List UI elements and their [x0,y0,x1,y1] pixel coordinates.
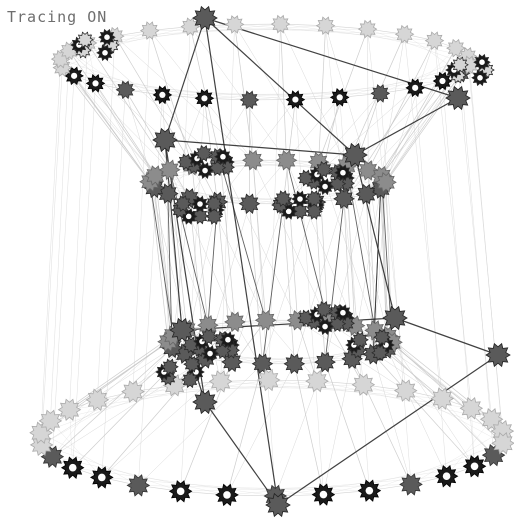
graph-node-center [320,491,328,499]
graph-node-icon[interactable] [141,22,159,39]
graph-edge [287,160,298,320]
graph-node-icon[interactable] [193,391,217,414]
graph-node-center [223,491,231,499]
graph-edge [74,76,155,176]
graph-edge [162,93,380,95]
graph-node-center [69,464,77,472]
graph-edge [192,165,266,320]
graph-node-icon[interactable] [400,474,422,495]
graph-node-center [177,488,185,496]
graph-edge [165,18,205,140]
graph-node-center [340,310,346,316]
graph-edge [115,36,192,165]
tracing-status-text: Tracing ON [7,8,107,26]
graph-node-icon[interactable] [284,354,304,373]
graph-node-center [439,78,445,84]
graph-edge [52,76,74,457]
graph-node-center [340,170,346,176]
graph-edge [283,204,294,364]
graph-edge [316,202,326,362]
graph-node-icon[interactable] [277,151,297,170]
graph-edge [70,43,88,410]
graph-edge [461,73,494,455]
graph-node-center [225,337,231,343]
graph-node-icon[interactable] [460,398,482,419]
graph-edge [227,364,294,495]
graph-edge [102,90,126,478]
graph-node-center [202,168,208,174]
graph-node-center [477,75,483,81]
graph-edge [355,98,458,155]
graph-node-center [412,85,418,91]
graph-node-center [98,474,106,482]
graph-edge [205,18,278,505]
graph-edge [150,29,368,31]
graph-node-center [92,80,98,86]
graph-node-center [104,34,110,40]
graph-edge [263,202,316,364]
graph-node-center [102,50,108,56]
graph-node-center [201,95,207,101]
graph-node-center [322,324,328,330]
graph-edge [469,65,503,443]
graph-node-center [159,92,165,98]
graph-edge [69,51,192,165]
graph-node-center [207,351,213,357]
graph-edge [368,29,369,170]
graph-edge [41,59,61,433]
graph-node-icon[interactable] [243,151,263,170]
graph-edge [165,140,355,155]
graph-edge [368,41,434,171]
graph-node-icon[interactable] [86,389,108,410]
graph-edge [150,182,168,342]
graph-node-center [297,196,303,202]
graph-edge [88,43,170,170]
graph-node-icon[interactable] [486,344,510,367]
graph-node-center [366,487,374,495]
graph-node-center [471,462,479,470]
graph-edge [347,34,405,165]
graph-edge [386,41,435,183]
graph-node-center [220,154,226,160]
graph-edge [382,48,456,176]
graph-edge [344,199,352,359]
graph-node-center [479,59,485,65]
nodes-layer [30,7,514,517]
light-edges-layer [41,24,503,496]
graph-node-center [443,472,451,480]
graph-node-center [197,201,203,207]
graph-node-center [292,96,298,102]
graph-node-center [322,184,328,190]
graph-edge [325,199,344,362]
graph-edge [323,359,352,495]
graph-node-center [71,73,77,79]
graph-node-center [337,94,343,100]
graph-node-icon[interactable] [426,32,444,49]
